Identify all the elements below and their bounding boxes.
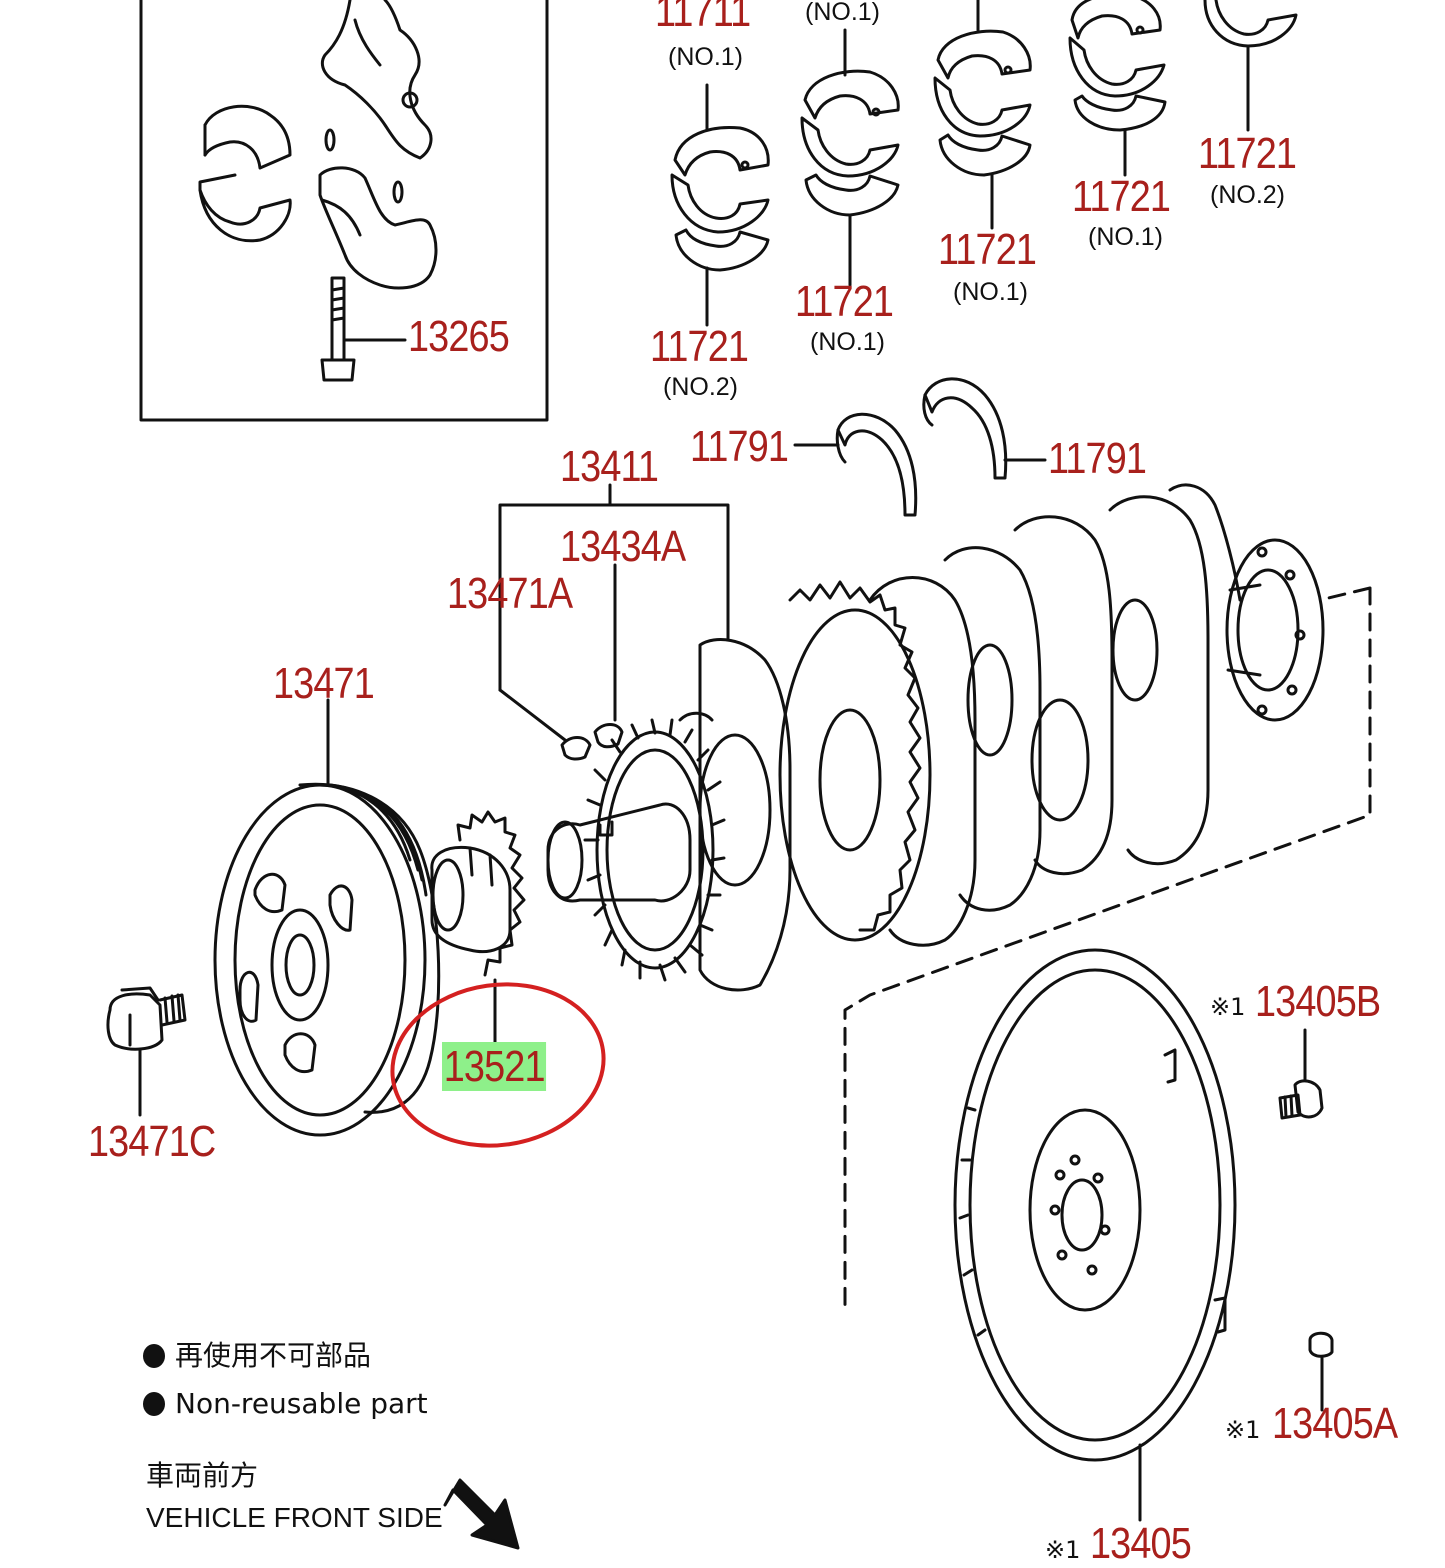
part-label-13471A: 13471A	[447, 569, 573, 618]
part-sub-top: (NO.1)	[805, 0, 880, 26]
part-sub-11711: (NO.1)	[668, 43, 743, 71]
part-label-13405A: 13405A	[1272, 1399, 1398, 1448]
timing-sprocket-13521	[430, 810, 526, 1047]
part-label-11721-e: 11721	[1198, 129, 1297, 178]
key-right	[593, 723, 624, 749]
note-mark-13405: ※1	[1045, 1536, 1081, 1564]
pin-13405A	[1308, 1331, 1334, 1412]
callout-circle	[390, 982, 606, 1148]
crank-pulley-13471	[213, 698, 441, 1137]
front-en: VEHICLE FRONT SIDE	[146, 1502, 443, 1533]
part-label-11721-c: 11721	[938, 225, 1037, 274]
flywheel-bolt-13405B	[1278, 1028, 1324, 1120]
thrust-washers	[793, 377, 1047, 517]
legend-dot-icon	[143, 1344, 165, 1368]
key-left	[560, 736, 592, 761]
part-label-13405B: 13405B	[1255, 977, 1381, 1026]
legend-jp: 再使用不可部品	[143, 1342, 371, 1370]
part-label-11791-right: 11791	[1048, 434, 1147, 483]
callout-bracket	[498, 483, 730, 742]
part-label-13471: 13471	[273, 659, 375, 708]
part-sub-11721-e: (NO.2)	[1210, 181, 1285, 209]
part-sub-11721-c: (NO.1)	[953, 278, 1028, 306]
legend-en-text: Non-reusable part	[175, 1387, 428, 1420]
part-label-11721-b: 11721	[795, 277, 894, 326]
part-label-11791-left: 11791	[690, 422, 789, 471]
legend-en: Non-reusable part	[143, 1390, 428, 1418]
connecting-rod-inset	[139, 0, 549, 422]
part-label-11721-a: 11721	[650, 322, 749, 371]
part-label-13471C: 13471C	[88, 1117, 216, 1166]
vehicle-front-arrow	[443, 1478, 520, 1550]
legend-jp-text: 再使用不可部品	[175, 1339, 372, 1372]
part-label-13405: 13405	[1090, 1519, 1192, 1568]
front-jp: 車両前方	[146, 1460, 259, 1491]
note-mark-13405A: ※1	[1225, 1416, 1261, 1444]
flywheel-13405	[953, 948, 1237, 1522]
legend-dot-icon	[143, 1392, 165, 1416]
crankshaft	[546, 483, 1325, 992]
part-label-13265: 13265	[408, 312, 510, 361]
part-label-11721-d: 11721	[1072, 172, 1171, 221]
part-label-13411: 13411	[560, 442, 659, 491]
flywheel-dashed-outline	[843, 586, 1372, 1307]
pulley-bolt-13471C	[106, 986, 187, 1117]
part-label-13521-highlight: 13521	[442, 1042, 547, 1091]
part-label-13521: 13521	[442, 1042, 547, 1091]
part-label-13434A: 13434A	[560, 522, 686, 571]
note-mark-13405B: ※1	[1210, 993, 1246, 1021]
part-label-11711: 11711	[655, 0, 751, 36]
part-sub-11721-d: (NO.1)	[1088, 223, 1163, 251]
part-sub-11721-b: (NO.1)	[810, 328, 885, 356]
part-sub-11721-a: (NO.2)	[663, 373, 738, 401]
main-bearing-shells	[670, 0, 1298, 327]
